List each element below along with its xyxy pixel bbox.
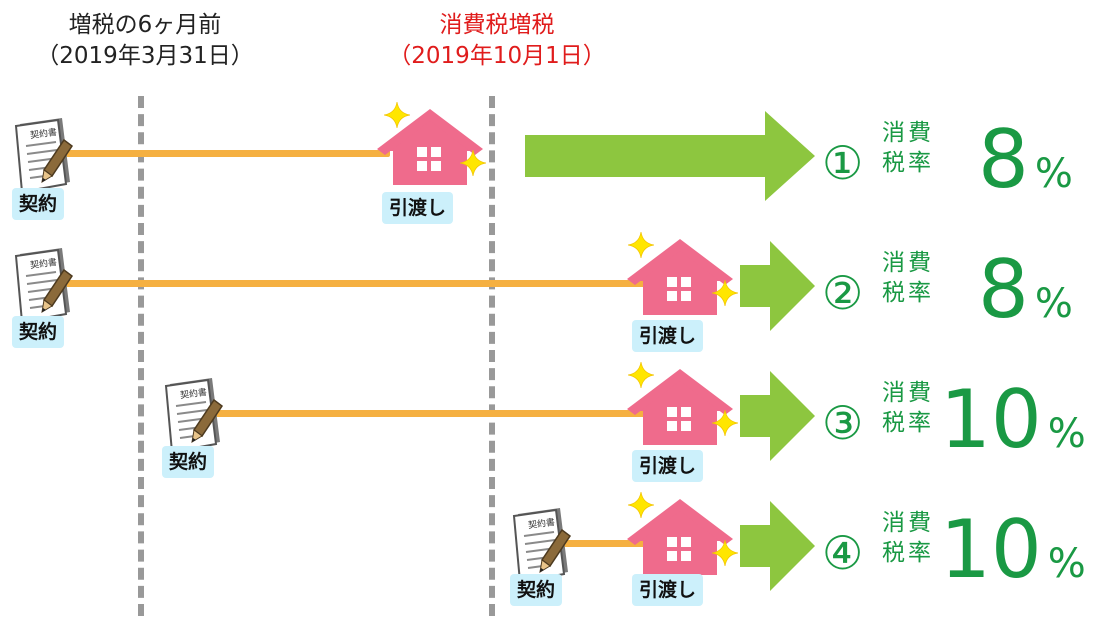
tax-caption-line1: 消費	[882, 120, 934, 146]
tax-rate-value: 10%	[940, 510, 1086, 590]
tax-caption-line2: 税率	[882, 280, 934, 306]
tax-rate-value: 10%	[940, 380, 1086, 460]
tax-rate-number: 8	[978, 243, 1029, 336]
contract-label: 契約	[12, 188, 65, 220]
sparkle-icon	[628, 232, 654, 258]
right-arrow-icon	[525, 111, 815, 201]
sparkle-icon	[712, 410, 738, 436]
sparkle-icon	[628, 492, 654, 518]
contract-document-icon: 契約書	[510, 508, 572, 588]
scenario-row-1: 契約書 契約 引渡し ① 消費 税率 8%	[0, 98, 1100, 224]
delivery-label: 引渡し	[632, 320, 704, 352]
delivery-label: 引渡し	[632, 574, 704, 606]
sparkle-icon	[712, 280, 738, 306]
header-tax-increase-date: （2019年10月1日）	[388, 43, 606, 69]
contract-label: 契約	[162, 446, 215, 478]
contract-label: 契約	[12, 316, 65, 348]
contract-document-text: 契約書	[29, 126, 57, 141]
scenario-row-4: 契約書 契約 引渡し ④ 消費 税率 10%	[0, 488, 1100, 608]
tax-rate-unit: %	[1034, 281, 1073, 327]
dashed-line-october-1	[489, 96, 495, 616]
delivery-label: 引渡し	[632, 450, 704, 482]
header-tax-increase: 消費税増税 （2019年10月1日）	[372, 10, 622, 72]
tax-caption-line2: 税率	[882, 150, 934, 176]
timeline-bar	[560, 540, 650, 547]
timeline-bar	[60, 280, 650, 287]
right-arrow-icon	[740, 501, 815, 591]
sparkle-icon	[712, 540, 738, 566]
timeline-bar	[210, 410, 650, 417]
sparkle-icon	[460, 150, 486, 176]
header-tax-increase-title: 消費税増税	[439, 12, 555, 38]
right-arrow-icon	[740, 241, 815, 331]
scenario-row-3: 契約書 契約 引渡し ③ 消費 税率 10%	[0, 358, 1100, 482]
tax-rate-caption: 消費 税率	[882, 508, 942, 568]
tax-rate-number: 10	[940, 373, 1042, 466]
header-six-months-before: 増税の6ヶ月前 （2019年3月31日）	[20, 10, 270, 72]
tax-rate-value: 8%	[978, 120, 1073, 200]
contract-document-icon: 契約書	[12, 118, 74, 198]
tax-caption-line2: 税率	[882, 540, 934, 566]
delivery-label: 引渡し	[382, 192, 454, 224]
header-six-months-before-date: （2019年3月31日）	[36, 43, 254, 69]
right-arrow-icon	[740, 371, 815, 461]
dashed-line-march-31	[138, 96, 144, 616]
tax-caption-line1: 消費	[882, 250, 934, 276]
scenario-number: ②	[822, 266, 864, 320]
tax-rate-unit: %	[1047, 541, 1086, 587]
contract-document-text: 契約書	[29, 256, 57, 271]
contract-document-icon: 契約書	[162, 378, 224, 458]
contract-label: 契約	[510, 574, 563, 606]
tax-rate-number: 10	[940, 503, 1042, 596]
sparkle-icon	[628, 362, 654, 388]
tax-caption-line1: 消費	[882, 380, 934, 406]
tax-rate-caption: 消費 税率	[882, 248, 942, 308]
header-six-months-before-title: 増税の6ヶ月前	[68, 12, 222, 38]
tax-rate-caption: 消費 税率	[882, 118, 942, 178]
contract-document-icon: 契約書	[12, 248, 74, 328]
contract-document-text: 契約書	[527, 516, 555, 531]
timeline-bar	[60, 150, 390, 157]
scenario-number: ④	[822, 526, 864, 580]
contract-document-text: 契約書	[179, 386, 207, 401]
tax-caption-line1: 消費	[882, 510, 934, 536]
scenario-number: ③	[822, 396, 864, 450]
tax-rate-number: 8	[978, 113, 1029, 206]
sparkle-icon	[384, 102, 410, 128]
tax-rate-value: 8%	[978, 250, 1073, 330]
tax-rate-unit: %	[1034, 151, 1073, 197]
tax-caption-line2: 税率	[882, 410, 934, 436]
tax-rate-caption: 消費 税率	[882, 378, 942, 438]
scenario-row-2: 契約書 契約 引渡し ② 消費 税率 8%	[0, 228, 1100, 352]
tax-rate-unit: %	[1047, 411, 1086, 457]
scenario-number: ①	[822, 136, 864, 190]
